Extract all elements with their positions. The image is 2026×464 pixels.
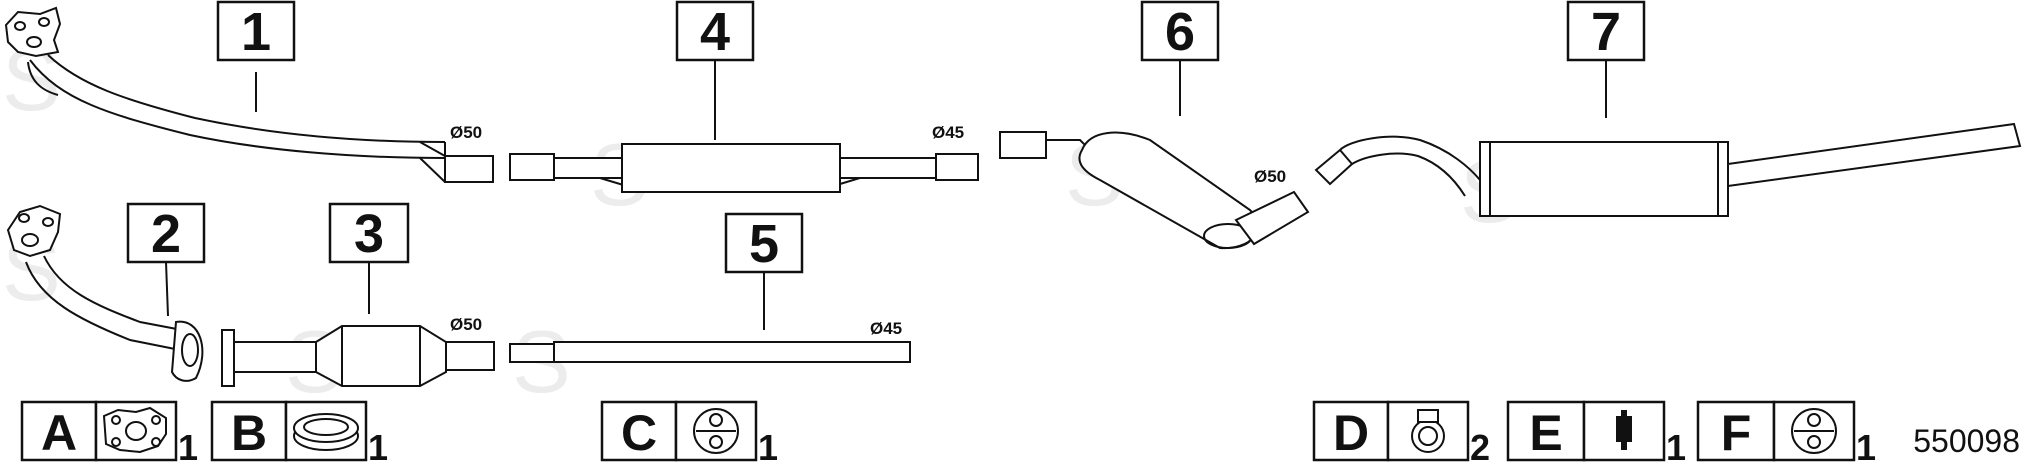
part-number: 7 <box>1591 2 1621 62</box>
sealing-ring-icon <box>293 413 359 451</box>
diameter-label: Ø45 <box>932 123 964 142</box>
part-number: 5 <box>749 214 779 274</box>
accessory-e: E 1 <box>1506 400 1686 464</box>
part-4-middle-silencer: 4 Ø45 <box>509 0 979 193</box>
flange-gasket-icon <box>102 406 167 454</box>
accessory-a: A 1 <box>20 400 198 464</box>
diameter-label: Ø50 <box>1254 167 1286 186</box>
accessory-letter: E <box>1529 405 1562 461</box>
part-number-box <box>1140 0 1220 62</box>
part-number: 1 <box>241 2 271 62</box>
rubber-ring-hanger-icon <box>1791 408 1837 454</box>
accessory-letter-box <box>20 400 98 462</box>
accessory-qty: 1 <box>1856 427 1876 464</box>
part-number-box <box>328 202 410 264</box>
accessory-letter-box <box>210 400 288 462</box>
accessory-letter: D <box>1333 405 1369 461</box>
part-7-rear-silencer: 7 <box>1314 0 2022 217</box>
accessory-letter: A <box>41 405 77 461</box>
rubber-mount-icon <box>1616 410 1632 450</box>
accessory-letter: B <box>231 405 267 461</box>
part-2-downpipe: 2 <box>6 202 206 382</box>
part-number-box <box>675 0 755 62</box>
accessory-letter-box <box>600 400 678 462</box>
rubber-hanger-icon <box>693 408 739 454</box>
accessory-qty: 1 <box>1666 427 1686 464</box>
accessory-letter-box <box>1312 400 1390 462</box>
part-5-middle-pipe: 5 Ø45 <box>509 212 911 363</box>
accessory-qty: 1 <box>368 427 388 464</box>
part-number-box <box>216 0 296 62</box>
accessory-letter-box <box>1696 400 1776 462</box>
accessory-letter: C <box>621 405 657 461</box>
diameter-label: Ø45 <box>870 319 902 338</box>
accessory-qty: 1 <box>758 427 778 464</box>
part-3-catalytic-converter: 3 Ø50 <box>221 202 495 387</box>
accessory-d: D 2 <box>1312 400 1490 464</box>
accessory-letter: F <box>1721 405 1752 461</box>
part-number: 3 <box>354 204 384 264</box>
accessory-letter-box <box>1506 400 1586 462</box>
part-number-box <box>126 202 206 264</box>
catalog-number: 550098 <box>1913 423 2020 459</box>
accessory-qty: 1 <box>178 427 198 464</box>
part-1-front-pipe: 1 Ø50 <box>4 0 494 183</box>
accessory-f: F 1 <box>1696 400 1876 464</box>
pipe-clamp-icon <box>1411 409 1445 453</box>
accessory-qty: 2 <box>1470 427 1490 464</box>
part-number-box <box>724 212 804 274</box>
part-number: 4 <box>700 2 730 62</box>
part-number: 2 <box>151 204 181 264</box>
diameter-label: Ø50 <box>450 315 482 334</box>
accessory-c: C 1 <box>600 400 778 464</box>
part-6-intermediate-silencer: 6 Ø50 <box>999 0 1310 250</box>
diameter-label: Ø50 <box>450 123 482 142</box>
part-number: 6 <box>1165 2 1195 62</box>
accessory-b: B 1 <box>210 400 388 464</box>
part-number-box <box>1566 0 1646 62</box>
